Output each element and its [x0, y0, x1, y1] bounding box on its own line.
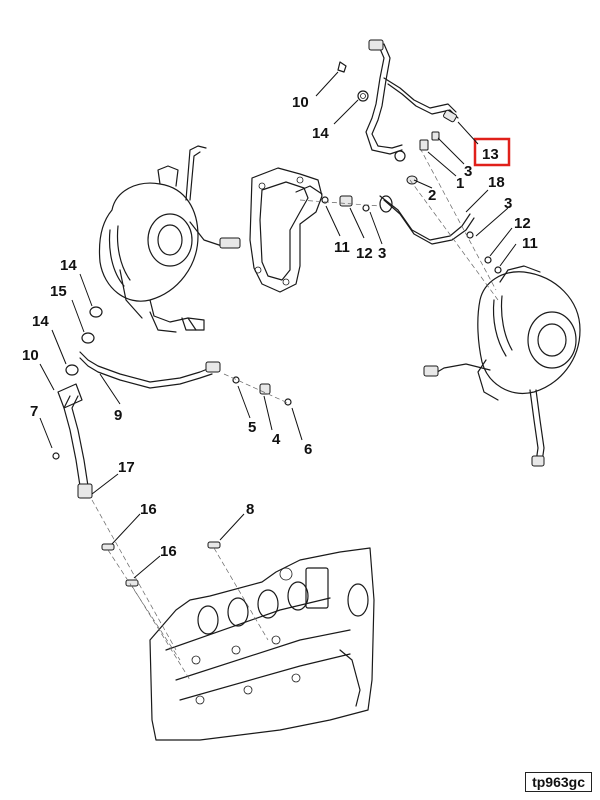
callout-4: 4	[272, 431, 281, 448]
figure-id-label: tp963gc	[525, 772, 592, 792]
callout-15: 15	[50, 283, 67, 300]
dowels	[101, 541, 221, 587]
callout-14: 14	[312, 125, 329, 142]
callout-9: 9	[114, 407, 122, 424]
callout-10: 10	[22, 347, 39, 364]
callout-11: 11	[334, 239, 350, 256]
left-oil-drain-line	[52, 306, 292, 499]
callout-13: 13	[482, 146, 499, 163]
callout-3: 3	[464, 163, 472, 180]
callout-12: 12	[356, 245, 373, 262]
middle-fittings	[321, 195, 502, 274]
callout-6: 6	[304, 441, 312, 458]
callout-2: 2	[428, 187, 436, 204]
callout-16: 16	[140, 501, 157, 518]
alignment-lines	[91, 147, 499, 681]
callout-18: 18	[488, 174, 505, 191]
upper-oil-supply-line	[337, 39, 459, 185]
callout-3: 3	[504, 195, 512, 212]
engine-block	[149, 547, 375, 741]
callout-16: 16	[160, 543, 177, 560]
callout-11: 11	[522, 235, 538, 252]
center-cover-plate	[249, 167, 323, 293]
callout-8: 8	[246, 501, 254, 518]
callout-5: 5	[248, 419, 256, 436]
callout-12: 12	[514, 215, 531, 232]
callout-10: 10	[292, 94, 309, 111]
callout-14: 14	[32, 313, 49, 330]
callout-3: 3	[378, 245, 386, 262]
left-turbocharger	[98, 145, 241, 333]
callout-13-highlight-box	[473, 137, 511, 167]
callout-1: 1	[456, 175, 464, 192]
callout-labels: 10 14 13 3 1 2 18 11 12 3 3 12 11 14 15 …	[22, 94, 538, 560]
callout-7: 7	[30, 403, 38, 420]
leader-lines	[39, 71, 517, 579]
callout-17: 17	[118, 459, 135, 476]
right-turbocharger	[423, 265, 581, 467]
callout-14: 14	[60, 257, 77, 274]
